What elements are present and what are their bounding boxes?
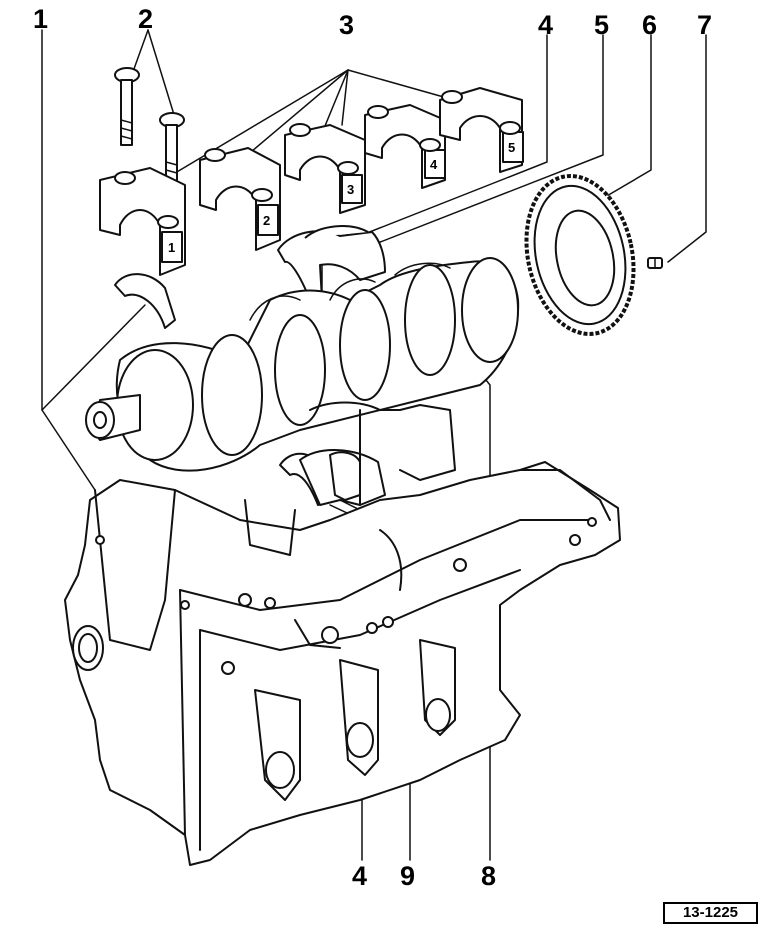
callout-7: 7 xyxy=(697,10,712,40)
figure-reference-number: 13-1225 xyxy=(663,902,758,924)
cap-number-1: 1 xyxy=(168,240,175,255)
callout-6: 6 xyxy=(642,10,657,40)
cylinder-block xyxy=(64,401,621,866)
cap-number-3: 3 xyxy=(347,182,354,197)
bolt-pair xyxy=(114,67,185,186)
callout-5: 5 xyxy=(594,10,609,40)
cap-number-4: 4 xyxy=(430,157,438,172)
cap-number-2: 2 xyxy=(263,213,270,228)
cap-number-5: 5 xyxy=(508,140,515,155)
callout-2: 2 xyxy=(138,4,153,34)
callout-8: 8 xyxy=(481,861,496,891)
upper-bearing-shells xyxy=(114,225,386,329)
crankshaft xyxy=(85,257,520,472)
callout-1: 1 xyxy=(33,4,48,34)
callout-4-bottom: 4 xyxy=(352,861,367,891)
flywheel-ring xyxy=(524,174,636,336)
callout-9: 9 xyxy=(400,861,415,891)
callout-labels: 1 2 3 4 5 6 7 4 9 8 xyxy=(33,4,712,891)
callout-3: 3 xyxy=(339,10,354,40)
callout-4-top: 4 xyxy=(538,10,553,40)
bearing-caps: 1 2 3 4 5 xyxy=(99,87,524,276)
small-bolt xyxy=(647,257,663,269)
